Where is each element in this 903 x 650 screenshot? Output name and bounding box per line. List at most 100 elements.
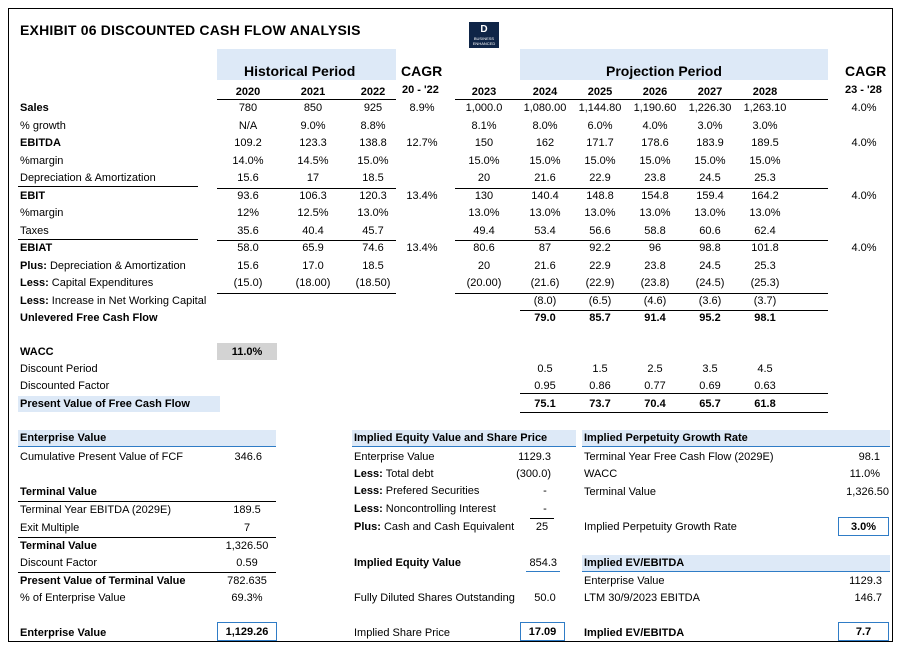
total-debt-label: Less: Total debt (354, 468, 434, 480)
row-4-underline-0 (217, 187, 396, 189)
share-price-value: 17.09 (528, 626, 557, 638)
row-7-val-6: 58.8 (644, 224, 666, 237)
historical-header-band (217, 49, 396, 80)
row-7-val-3: 49.4 (473, 224, 495, 237)
row-4-val-6: 23.8 (644, 172, 666, 184)
row-11-val-7: (3.6) (698, 294, 722, 307)
evebitda-header: Implied EV/EBITDA (584, 557, 685, 569)
row-9-val-1: 17.0 (302, 259, 324, 272)
row-0-val-6: 1,190.60 (633, 102, 677, 114)
row-0-cagr-hist: 8.9% (409, 102, 435, 114)
row-2-val-6: 178.6 (641, 137, 669, 149)
row-8-cagr-hist: 13.4% (406, 242, 438, 254)
pv-top-line (520, 393, 828, 394)
year-3: 2023 (471, 86, 497, 98)
row-8-val-6: 96 (648, 242, 662, 254)
preferred-value: - (543, 485, 547, 497)
pgr-header-band (582, 430, 890, 446)
row-10-val-0: (15.0) (233, 277, 263, 289)
row-4-val-5: 22.9 (589, 172, 611, 184)
row-11-val-5: (6.5) (588, 294, 612, 307)
row-5-val-8: 164.2 (751, 189, 779, 202)
row-6-val-3: 13.0% (468, 207, 500, 219)
row-label-11: Less: Increase in Net Working Capital (20, 294, 207, 307)
ev-header-band (18, 430, 276, 446)
row-12-val-7: 95.2 (699, 312, 721, 324)
evebitda-ev-value: 1129.3 (849, 575, 882, 587)
row-9-val-4: 21.6 (534, 259, 556, 272)
year-underline-0 (217, 99, 396, 100)
exhibit-title: EXHIBIT 06 DISCOUNTED CASH FLOW ANALYSIS (20, 22, 361, 38)
pgr-header: Implied Perpetuity Growth Rate (584, 432, 748, 444)
implied-equity-line (526, 571, 560, 572)
row-8-cagr-proj: 4.0% (851, 242, 877, 254)
row-2-val-5: 171.7 (586, 137, 614, 149)
discount-period-4: 4.5 (757, 363, 773, 375)
pv-fcf-4: 61.8 (754, 398, 776, 410)
row-4-val-8: 25.3 (754, 172, 776, 184)
row-9-val-3: 20 (477, 259, 491, 272)
row-11-val-6: (4.6) (643, 294, 667, 307)
row-7-underline-0 (217, 240, 396, 241)
pv-terminal-value-label: Present Value of Terminal Value (20, 575, 186, 587)
row-4-val-2: 18.5 (362, 172, 384, 184)
nci-label: Less: Noncontrolling Interest (354, 503, 496, 515)
row-0-val-3: 1,000.0 (465, 102, 503, 114)
terminal-year-ebitda-value: 189.5 (233, 504, 261, 516)
row-2-val-7: 183.9 (696, 137, 724, 149)
pv-terminal-value-value: 782.635 (227, 575, 267, 587)
logo-mark-icon: D (480, 24, 488, 35)
row-2-cagr-proj: 4.0% (851, 137, 877, 149)
year-2: 2022 (360, 86, 386, 98)
row-0-val-1: 850 (303, 102, 323, 114)
enterprise-value-label: Enterprise Value (20, 627, 107, 639)
discount-period-1: 1.5 (592, 363, 608, 375)
row-6-val-8: 13.0% (749, 207, 781, 219)
row-5-val-2: 120.3 (359, 189, 387, 202)
pgr-tv-label: Terminal Value (584, 486, 656, 498)
row-0-val-8: 1,263.10 (743, 102, 787, 114)
row-3-val-7: 15.0% (694, 154, 726, 167)
row-2-val-0: 109.2 (234, 137, 262, 149)
eq-ev-value: 1129.3 (518, 451, 551, 463)
tyfcf-label: Terminal Year Free Cash Flow (2029E) (584, 451, 774, 463)
row-1-val-3: 8.1% (471, 119, 497, 132)
row-1-val-8: 3.0% (752, 119, 778, 132)
year-8: 2028 (752, 86, 778, 98)
row-8-val-5: 92.2 (589, 242, 611, 254)
row-4-val-4: 21.6 (534, 172, 556, 184)
row-8-val-2: 74.6 (362, 242, 384, 254)
pv-fcf-2: 70.4 (644, 398, 666, 410)
row-4-val-1: 17 (306, 172, 320, 184)
preferred-label: Less: Prefered Securities (354, 485, 480, 497)
cash-top-line (530, 518, 554, 519)
discount-factor-label: Discount Factor (20, 557, 98, 569)
evebitda-ev-label: Enterprise Value (584, 575, 665, 587)
discount-period-3: 3.5 (702, 363, 718, 375)
label-underline-0 (18, 186, 198, 187)
row-9-val-7: 24.5 (699, 259, 721, 272)
evebitda-header-line (582, 571, 890, 572)
terminal-value-value: 1,326.50 (225, 540, 269, 552)
nci-value: - (543, 503, 547, 515)
row-label-0: Sales (20, 102, 49, 114)
cagr-hist-header: CAGR (401, 63, 443, 79)
share-price-box (520, 622, 565, 641)
row-label-1: % growth (20, 119, 66, 132)
tv-header: Terminal Value (20, 486, 97, 498)
row-5-val-0: 93.6 (237, 189, 259, 202)
tv-line (18, 537, 276, 538)
row-8-val-1: 65.9 (302, 242, 324, 254)
row-2-val-4: 162 (535, 137, 555, 149)
row-7-val-2: 45.7 (362, 224, 384, 237)
row-10-val-3: (20.00) (466, 277, 502, 289)
row-5-val-5: 148.8 (586, 189, 614, 202)
ipgr-box (838, 517, 889, 536)
row-7-val-4: 53.4 (534, 224, 556, 237)
row-1-val-1: 9.0% (300, 119, 326, 132)
row-10-val-1: (18.00) (295, 277, 331, 289)
row-5-val-3: 130 (474, 189, 494, 202)
row-1-val-5: 6.0% (587, 119, 613, 132)
row-10-val-5: (22.9) (585, 277, 615, 289)
